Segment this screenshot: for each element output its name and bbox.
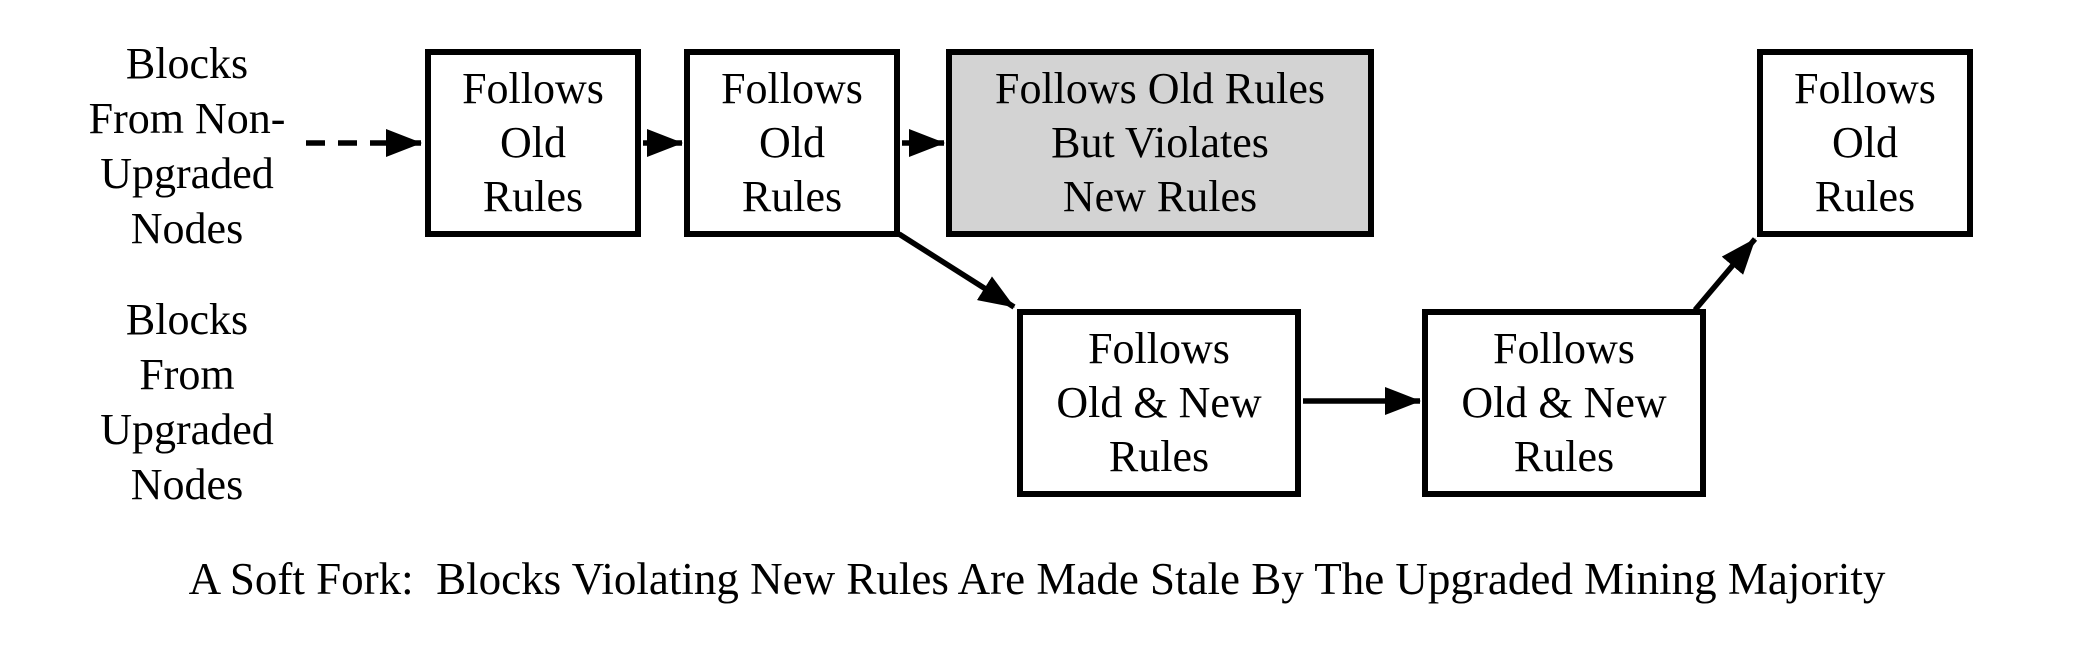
lane-label-upgraded-nodes: Blocks From Upgraded Nodes	[100, 295, 274, 509]
arrow-merge-up	[1692, 237, 1758, 312]
block-follows-old-rules-3: Follows Old Rules	[1757, 49, 1973, 237]
block-follows-old-new-rules-1: Follows Old & New Rules	[1017, 309, 1301, 497]
arrow-fork-down	[897, 231, 1016, 310]
block-follows-old-new-rules-2: Follows Old & New Rules	[1422, 309, 1706, 497]
caption: A Soft Fork: Blocks Violating New Rules …	[188, 554, 1886, 604]
block-violates-new-rules: Follows Old Rules But Violates New Rules	[946, 49, 1374, 237]
lane-label-non-upgraded-nodes: Blocks From Non- Upgraded Nodes	[88, 39, 286, 253]
block-follows-old-rules-2: Follows Old Rules	[684, 49, 900, 237]
block-follows-old-rules-1: Follows Old Rules	[425, 49, 641, 237]
